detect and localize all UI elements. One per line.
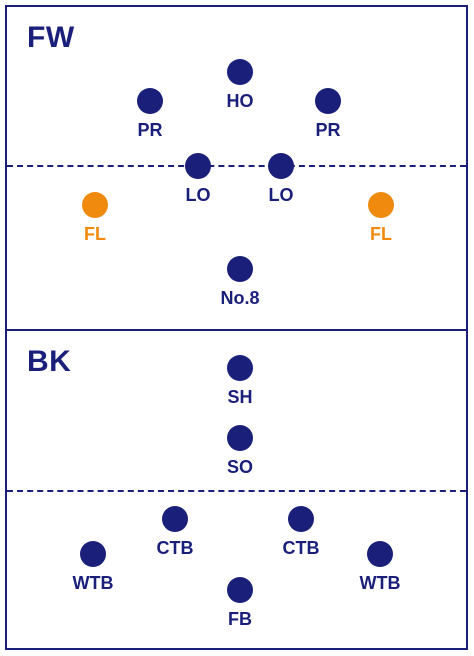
player-marker [227, 425, 253, 451]
player-full-back: FB [200, 577, 280, 630]
backs-title: BK [27, 345, 72, 378]
forwards-divider-line [7, 165, 466, 167]
player-label: FL [370, 224, 392, 244]
player-marker [227, 256, 253, 282]
backs-section: BK SH SO CTB CTB WTB WTB FB [7, 329, 466, 650]
player-wing-right: WTB [340, 541, 420, 594]
forwards-title: FW [27, 21, 75, 54]
player-marker-highlight [82, 192, 108, 218]
player-stand-off: SO [200, 425, 280, 478]
player-marker [288, 506, 314, 532]
player-label: FL [84, 224, 106, 244]
player-lock-left: LO [158, 153, 238, 206]
player-marker [137, 88, 163, 114]
player-label: SO [226, 457, 253, 477]
player-prop-left: PR [110, 88, 190, 141]
player-wing-left: WTB [53, 541, 133, 594]
backs-divider-line [7, 490, 466, 492]
player-label: SH [227, 387, 253, 407]
player-marker [227, 355, 253, 381]
player-prop-right: PR [288, 88, 368, 141]
player-flanker-right: FL [341, 192, 421, 245]
player-centre-right: CTB [261, 506, 341, 559]
player-hooker: HO [200, 59, 280, 112]
player-label: CTB [282, 538, 320, 558]
player-label: PR [315, 120, 341, 140]
player-label: LO [185, 185, 211, 205]
player-scrum-half: SH [200, 355, 280, 408]
player-label: HO [226, 91, 254, 111]
player-marker [80, 541, 106, 567]
player-lock-right: LO [241, 153, 321, 206]
player-marker [162, 506, 188, 532]
player-marker [367, 541, 393, 567]
formation-diagram: FW HO PR PR LO LO FL FL [5, 5, 468, 650]
player-label: WTB [359, 573, 401, 593]
player-marker [227, 577, 253, 603]
player-marker [315, 88, 341, 114]
player-label: WTB [72, 573, 114, 593]
player-marker [268, 153, 294, 179]
player-label: CTB [156, 538, 194, 558]
player-label: No.8 [220, 288, 260, 308]
player-flanker-left: FL [55, 192, 135, 245]
player-number-eight: No.8 [200, 256, 280, 309]
player-marker-highlight [368, 192, 394, 218]
player-label: LO [268, 185, 294, 205]
player-label: PR [137, 120, 163, 140]
player-marker [227, 59, 253, 85]
player-label: FB [228, 609, 252, 629]
player-centre-left: CTB [135, 506, 215, 559]
forwards-section: FW HO PR PR LO LO FL FL [7, 7, 466, 329]
player-marker [185, 153, 211, 179]
